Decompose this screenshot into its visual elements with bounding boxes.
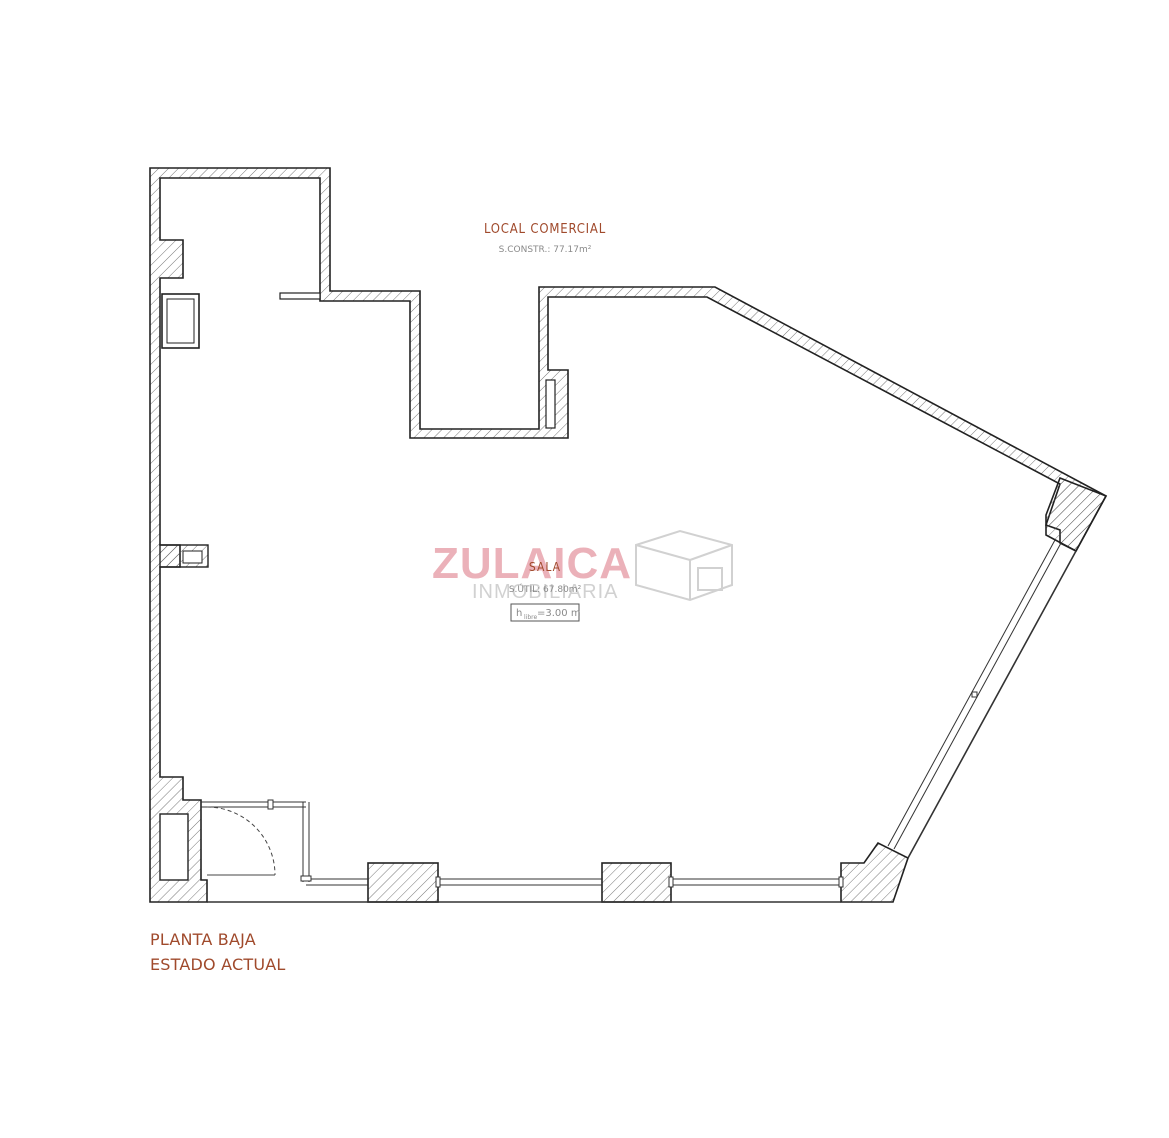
height-prefix: h bbox=[516, 608, 522, 619]
height-box bbox=[510, 603, 580, 622]
door-swing bbox=[206, 806, 276, 876]
height-sub: libre bbox=[524, 614, 537, 621]
caption-line-1: PLANTA BAJA bbox=[150, 930, 256, 949]
window-lines bbox=[201, 539, 1077, 903]
watermark-house-icon bbox=[635, 529, 733, 602]
watermark: ZULAICA INMOBILIARIA bbox=[432, 529, 733, 603]
height-value: =3.00 m bbox=[537, 608, 581, 619]
sala-area: S.ÚTIL: 67.80m² bbox=[509, 583, 582, 595]
sala-title: SALA bbox=[529, 560, 561, 574]
local-title: LOCAL COMERCIAL bbox=[484, 222, 606, 237]
exterior-walls bbox=[149, 167, 1108, 903]
watermark-brand: ZULAICA bbox=[432, 539, 632, 588]
sala-label: SALA S.ÚTIL: 67.80m² h libre =3.00 m bbox=[509, 560, 582, 622]
local-label: LOCAL COMERCIAL S.CONSTR.: 77.17m² bbox=[484, 222, 606, 255]
wall-recess-left bbox=[159, 292, 556, 881]
facade-columns bbox=[367, 476, 1108, 903]
local-area: S.CONSTR.: 77.17m² bbox=[499, 245, 592, 255]
watermark-sub: INMOBILIARIA bbox=[472, 581, 618, 603]
caption-line-2: ESTADO ACTUAL bbox=[150, 955, 286, 974]
